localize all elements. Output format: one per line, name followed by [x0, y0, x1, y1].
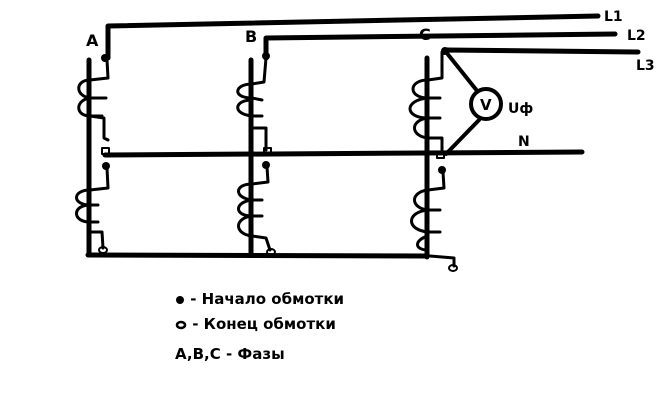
legend-text: A,B,C - Фазы: [175, 345, 285, 363]
legend-text: - Начало обмотки: [190, 290, 345, 308]
winding-start-dot: [438, 166, 446, 174]
phase-label-b: B: [245, 27, 257, 46]
winding-end-loop: [436, 151, 445, 159]
phase-voltage-label: Uф: [508, 101, 533, 117]
voltmeter-lead-top: [444, 50, 480, 94]
winding-end-loop: [263, 147, 272, 154]
voltmeter-circle: [469, 87, 503, 121]
phase-label-a: A: [86, 31, 99, 50]
legend-text: - Конец обмотки: [192, 315, 336, 333]
winding-end-loop: [448, 264, 458, 272]
winding-a-lower: [75, 166, 110, 250]
line-label-l2: L2: [627, 28, 646, 44]
winding-end-loop: [101, 147, 110, 155]
line-l3-wire: [441, 47, 641, 55]
winding-end-loop: [98, 246, 108, 254]
legend-item-start: - Начало обмотки: [175, 290, 344, 309]
voltmeter-symbol: V: [480, 96, 492, 114]
winding-b-upper: [236, 56, 268, 152]
winding-c-upper: [408, 48, 448, 152]
line-label-l1: L1: [604, 9, 623, 25]
winding-a-upper: [77, 58, 110, 142]
bottom-wire: [85, 252, 430, 259]
neutral-wire: [102, 149, 585, 158]
legend-item-end: - Конец обмотки: [175, 315, 336, 334]
winding-start-dot: [262, 161, 270, 169]
open-loop-icon: [175, 316, 187, 334]
winding-b-lower: [237, 165, 272, 252]
line-label-l3: L3: [636, 58, 655, 74]
voltmeter-lead-bottom: [444, 118, 481, 156]
winding-start-dot: [102, 162, 110, 170]
filled-dot-icon: [175, 291, 185, 309]
legend-item-phases: A,B,C - Фазы: [175, 345, 285, 363]
winding-start-dot: [101, 54, 109, 62]
winding-c-lower: [410, 170, 456, 268]
neutral-label: N: [518, 134, 530, 150]
line-l1-wire: [105, 13, 601, 61]
line-l2-wire: [263, 31, 618, 61]
phase-label-c: C: [419, 25, 431, 44]
winding-end-loop: [266, 248, 276, 256]
winding-start-dot: [262, 52, 270, 60]
